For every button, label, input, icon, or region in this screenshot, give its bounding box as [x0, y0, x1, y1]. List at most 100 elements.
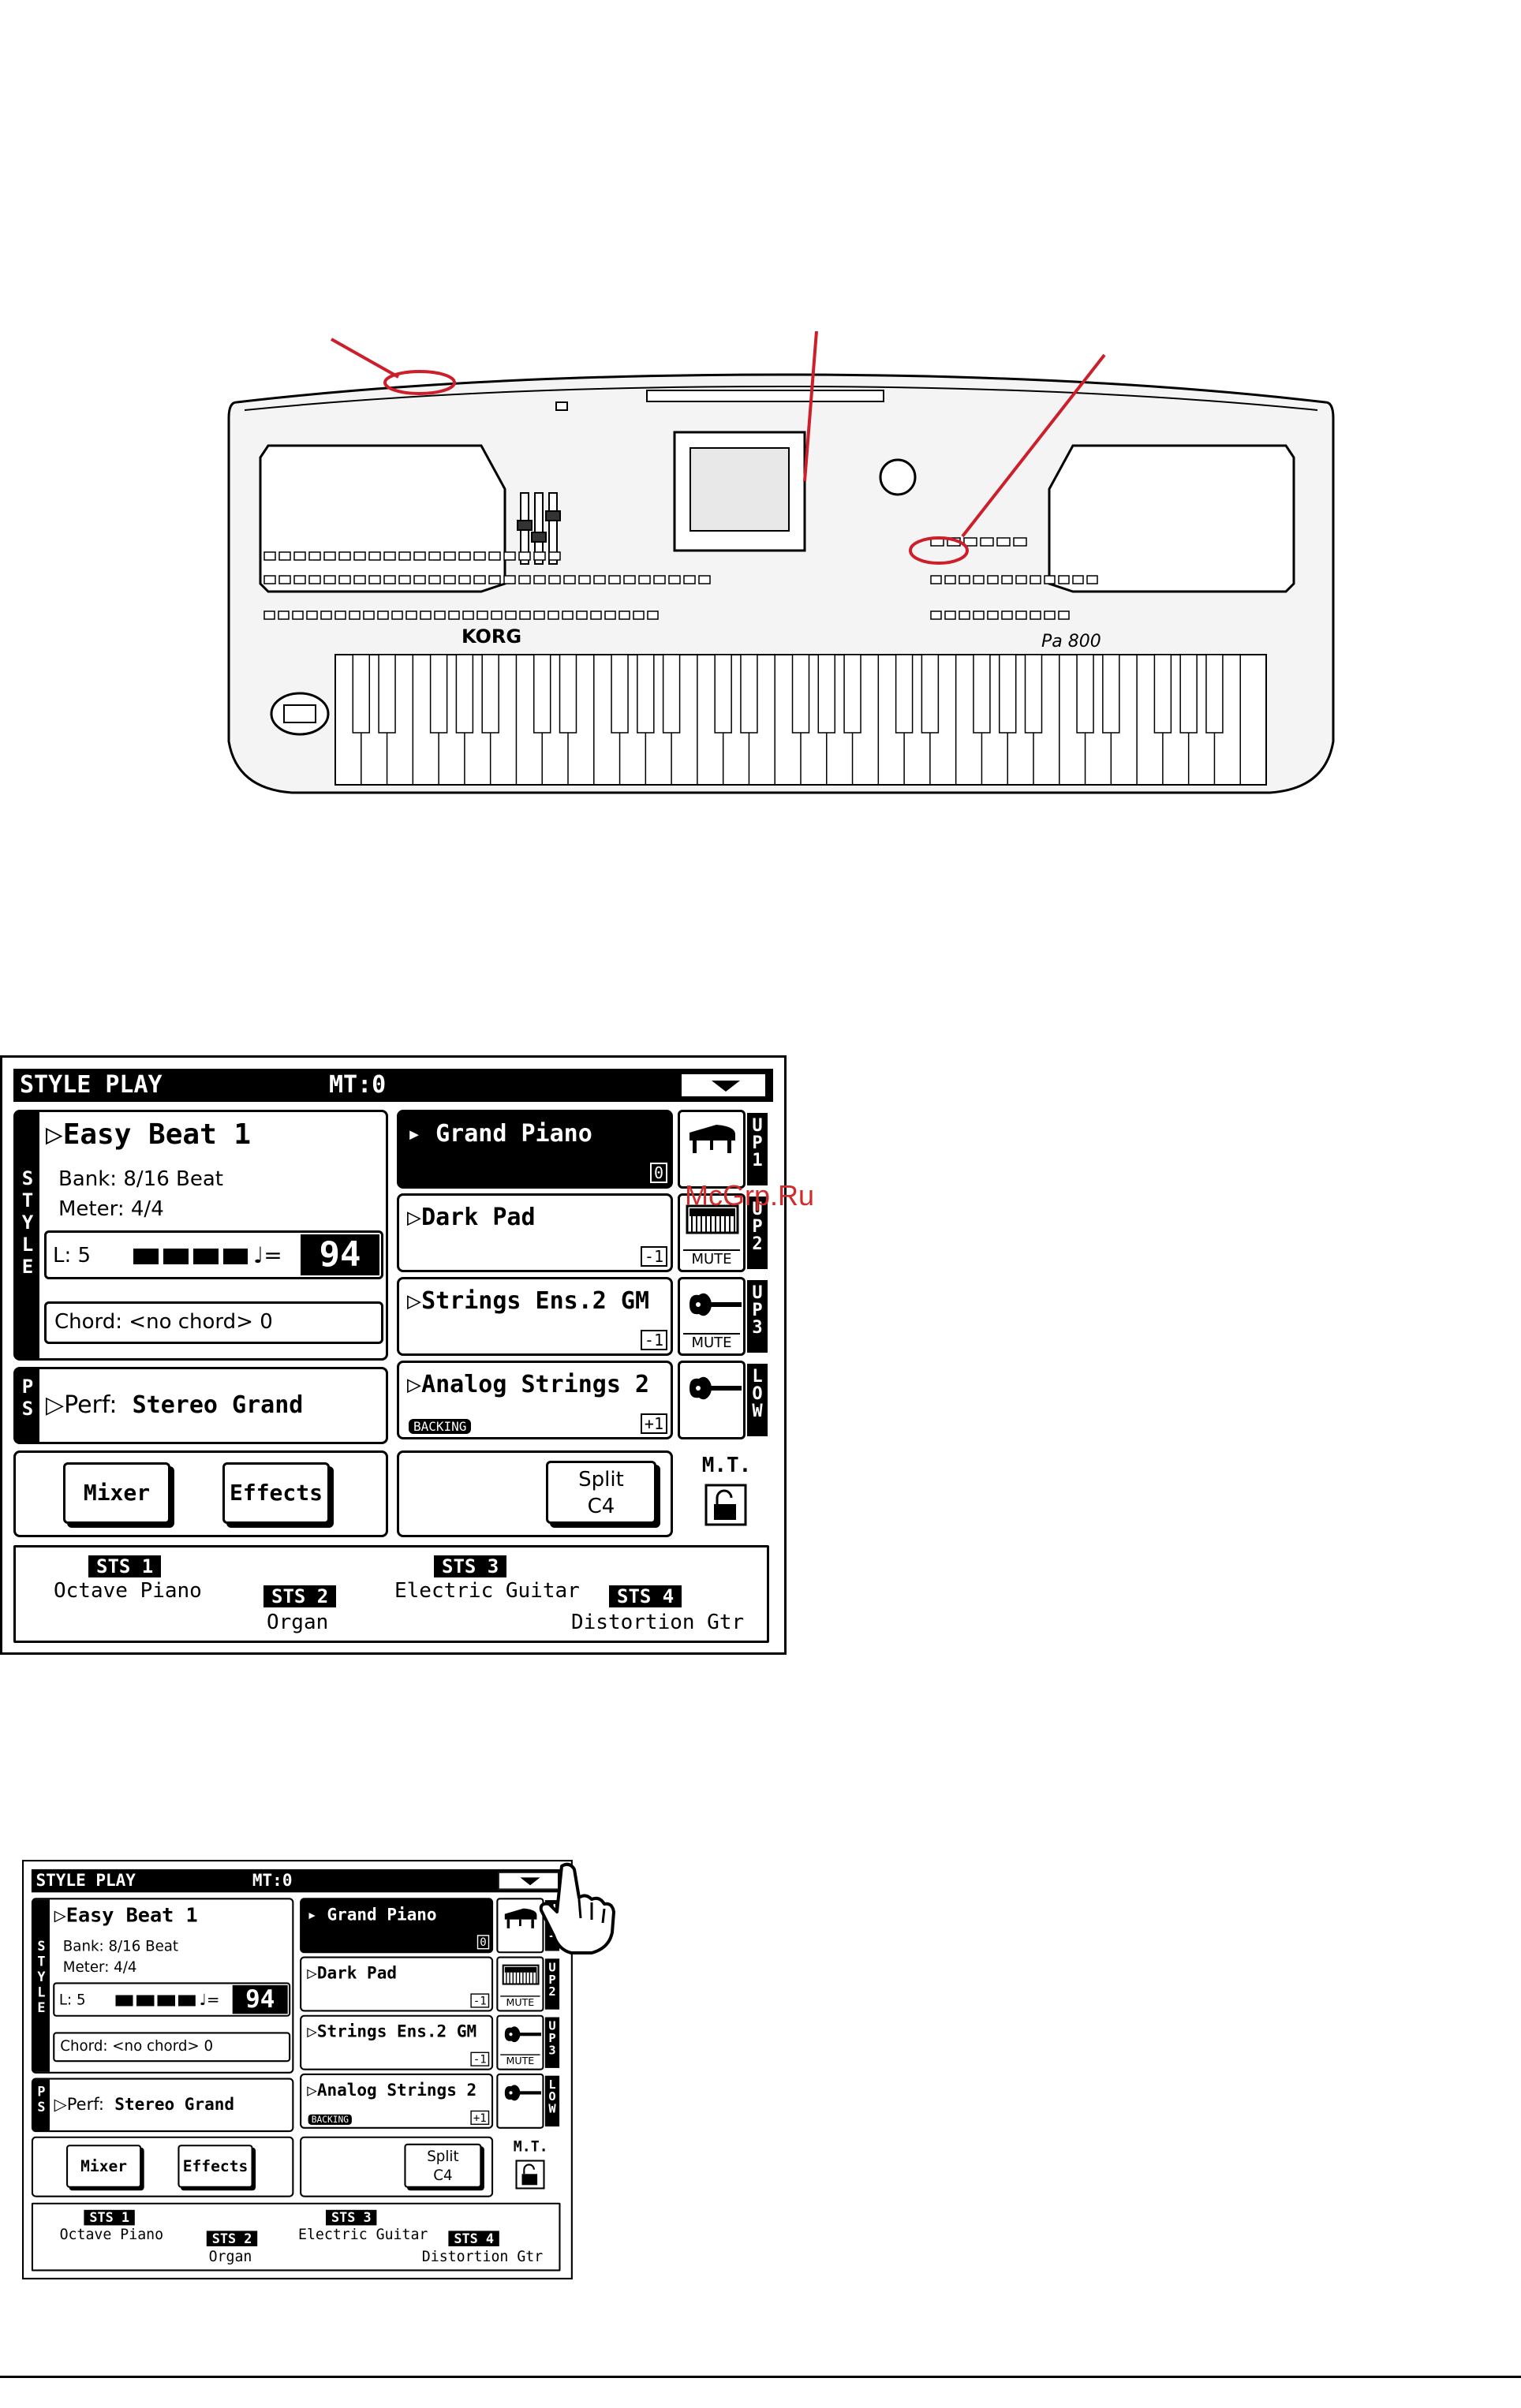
tempo-symbol: ♩=: [253, 1242, 282, 1268]
mixer-button[interactable]: Mixer: [66, 2145, 142, 2188]
backing-tag: BACKING: [409, 1419, 472, 1434]
sts-panel: STS 1 Octave Piano STS 2 Organ STS 3 Ele…: [13, 1545, 769, 1643]
octave-indicator: ‎+1: [640, 1413, 667, 1434]
master-transpose: MT:0: [329, 1071, 387, 1099]
page-menu-button[interactable]: [498, 1872, 559, 1890]
piano-keys-icon: [334, 654, 1267, 786]
annotation-arrows: [331, 331, 1106, 565]
speaker-grille-left-icon: [259, 444, 506, 593]
track-1-mute-button[interactable]: [678, 1110, 746, 1189]
tempo-value: 94: [301, 1234, 379, 1275]
style-bank: Bank: 8/16 Beat: [58, 1167, 223, 1191]
dial-icon: [879, 458, 917, 496]
performance-panel[interactable]: P S ▷Perf: Stereo Grand: [31, 2078, 294, 2133]
octave-indicator: ‎-1: [470, 1993, 490, 2008]
track-1-sound[interactable]: ▸ Grand Piano‎0: [397, 1110, 673, 1189]
mt-lock[interactable]: M.T.: [501, 2139, 561, 2194]
track-2-mute-button[interactable]: MUTE: [678, 1193, 746, 1272]
brand-logo: KORG: [462, 625, 521, 648]
track-2-tab: U P 2: [747, 1197, 768, 1269]
watermark: McGrp.Ru: [685, 1179, 815, 1211]
track-3-sound[interactable]: ▷Strings Ens.2 GM‎-1: [300, 2014, 494, 2070]
tempo-box[interactable]: L: 5 ♩= 94: [53, 1982, 291, 2017]
page-menu-button[interactable]: [680, 1073, 767, 1098]
sts-panel: STS 1 Octave Piano STS 2 Organ STS 3 Ele…: [31, 2202, 561, 2272]
track-1-sound[interactable]: ▸ Grand Piano‎0: [300, 1898, 494, 1954]
sts-2-name: Organ: [208, 2248, 252, 2265]
style-meter: Meter: 4/4: [58, 1197, 164, 1221]
track-2-sound[interactable]: ▷Dark Pad‎-1: [397, 1193, 673, 1272]
sts-2-label[interactable]: STS 2: [206, 2231, 258, 2246]
speaker-grille-right-icon: [1048, 444, 1295, 593]
octave-indicator: ‎0: [649, 1163, 667, 1183]
style-name[interactable]: ▷Easy Beat 1: [54, 1904, 198, 1927]
octave-indicator: ‎-1: [640, 1330, 667, 1350]
footer-rule: [0, 2376, 1521, 2378]
performance-panel[interactable]: P S ▷Perf: Stereo Grand: [13, 1367, 388, 1444]
performance-name[interactable]: ▷Perf: Stereo Grand: [46, 1391, 304, 1419]
performance-name[interactable]: ▷Perf: Stereo Grand: [54, 2095, 235, 2115]
sts-4-name: Distortion Gtr: [421, 2248, 544, 2265]
track-3-mute-button[interactable]: MUTE: [678, 1277, 746, 1356]
mixer-effects-panel: Mixer Effects: [31, 2136, 294, 2197]
sts-1-label[interactable]: STS 1: [88, 1555, 162, 1577]
style-panel[interactable]: S T Y L E ▷Easy Beat 1 Bank: 8/16 Beat M…: [13, 1110, 388, 1361]
sts-3-label[interactable]: STS 3: [326, 2209, 377, 2226]
track-2-sound[interactable]: ▷Dark Pad‎-1: [300, 1956, 494, 2012]
style-level: L: 5: [53, 1244, 92, 1267]
title-bar: STYLE PLAY MT:0: [31, 1869, 563, 1893]
style-name[interactable]: ▷Easy Beat 1: [46, 1118, 252, 1151]
track-3-tab: U P 3: [747, 1280, 768, 1353]
effects-button[interactable]: Effects: [222, 1462, 330, 1524]
synth-keyboard-icon: [502, 1964, 540, 1988]
effects-button[interactable]: Effects: [178, 2145, 253, 2188]
synth-keyboard-icon: [685, 1204, 740, 1238]
track-1-mute-button[interactable]: [496, 1898, 544, 1954]
octave-indicator: ‎+1: [470, 2110, 490, 2125]
master-transpose: MT:0: [252, 1871, 293, 1891]
mt-lock[interactable]: M.T.: [684, 1454, 769, 1533]
sts-2-label[interactable]: STS 2: [263, 1585, 337, 1607]
sts-1-name: Octave Piano: [54, 1579, 202, 1603]
sts-3-name: Electric Guitar: [394, 1579, 580, 1603]
mute-label: MUTE: [500, 2054, 540, 2067]
violin-icon: [502, 2081, 543, 2107]
track-4-mute-button[interactable]: [496, 2073, 544, 2129]
track-3-sound[interactable]: ▷Strings Ens.2 GM‎-1: [397, 1277, 673, 1356]
tempo-box[interactable]: L: 5 ♩= 94: [44, 1230, 383, 1279]
padlock-icon: [515, 2160, 545, 2190]
track-2-tab: U P 2: [544, 1958, 560, 2010]
style-tab: S T Y L E: [16, 1112, 39, 1358]
sts-3-label[interactable]: STS 3: [434, 1555, 507, 1577]
track-2-mute-button[interactable]: MUTE: [496, 1956, 544, 2012]
track-3-mute-button[interactable]: MUTE: [496, 2014, 544, 2070]
sts-1-label[interactable]: STS 1: [84, 2209, 135, 2226]
track-4-mute-button[interactable]: [678, 1361, 746, 1439]
sts-2-name: Organ: [267, 1611, 329, 1634]
style-panel[interactable]: S T Y L E ▷Easy Beat 1 Bank: 8/16 Beat M…: [31, 1898, 294, 2074]
mute-label: MUTE: [500, 1995, 540, 2009]
style-bank: Bank: 8/16 Beat: [62, 1938, 179, 1955]
sts-4-label[interactable]: STS 4: [448, 2231, 499, 2246]
track-3-tab: U P 3: [544, 2017, 560, 2068]
style-play-screen-small-wrapper: STYLE PLAY MT:0 S T Y L E ▷Easy Beat 1 B…: [22, 1860, 573, 2279]
sts-4-label[interactable]: STS 4: [609, 1585, 682, 1607]
triangle-down-icon: [520, 1877, 540, 1886]
triangle-down-icon: [712, 1081, 740, 1092]
style-tab: S T Y L E: [33, 1899, 50, 2072]
sts-1-name: Octave Piano: [59, 2226, 164, 2243]
mixer-button[interactable]: Mixer: [63, 1462, 170, 1524]
style-play-screen-large: STYLE PLAY MT:0 S T Y L E ▷Easy Beat 1 B…: [0, 1055, 787, 1655]
mixer-effects-panel: Mixer Effects: [13, 1450, 388, 1537]
performance-tab: P S: [16, 1369, 39, 1442]
mute-label: MUTE: [683, 1333, 740, 1352]
title-bar: STYLE PLAY MT:0: [13, 1069, 773, 1102]
violin-icon: [685, 1371, 743, 1409]
track-4-tab: L O W: [747, 1364, 768, 1436]
